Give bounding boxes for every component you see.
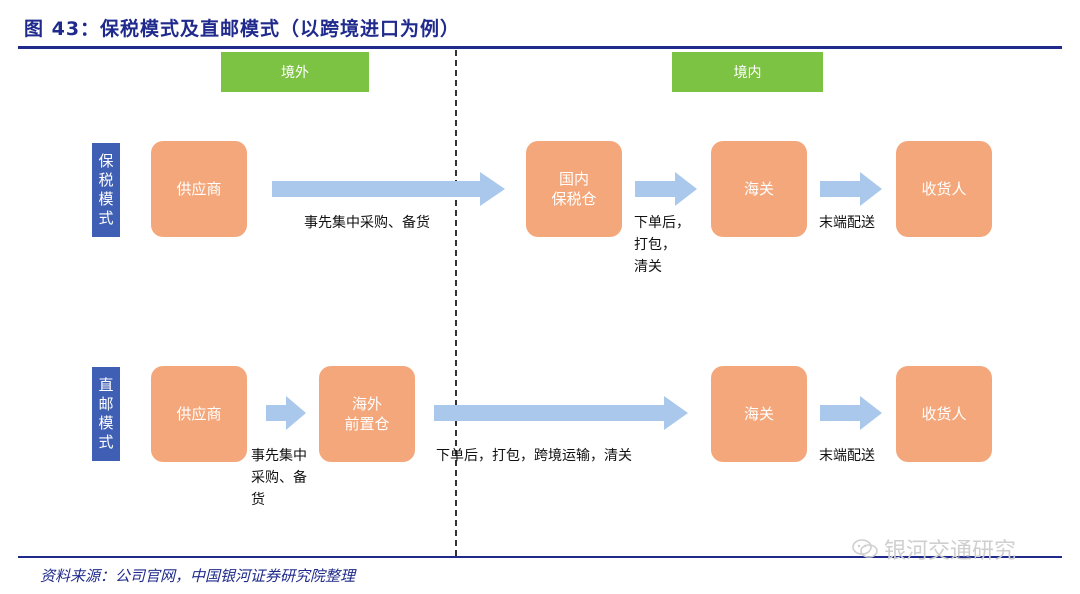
node-label: 海外 [351, 395, 382, 413]
mode-bonded-char: 保 [98, 152, 114, 170]
node-label: 国内 [558, 170, 589, 188]
mode-direct-char: 式 [98, 433, 114, 451]
bonded-label-procure: 事先集中采购、备货 [304, 212, 430, 234]
mode-bonded-char: 式 [98, 209, 114, 227]
node-label: 收货人 [921, 180, 967, 198]
bonded-label-clear: 下单后， 打包， 清关 [634, 212, 690, 278]
direct-arrow-procure [266, 396, 306, 430]
bonded-warehouse-node: 国内 保税仓 [526, 141, 622, 237]
mode-direct-char: 邮 [98, 395, 114, 413]
mode-bonded: 保 税 模 式 [92, 143, 120, 237]
node-label: 保税仓 [551, 190, 597, 208]
node-label: 海关 [743, 180, 774, 198]
source-note: 资料来源：公司官网，中国银河证券研究院整理 [40, 567, 356, 585]
mode-direct: 直 邮 模 式 [92, 367, 120, 461]
region-outside: 境外 [221, 52, 369, 92]
bonded-label-deliver: 末端配送 [819, 212, 875, 234]
mode-bonded-char: 模 [98, 190, 114, 208]
direct-arrow-ship [434, 396, 688, 430]
node-label: 海关 [743, 405, 774, 423]
bonded-receiver-node: 收货人 [896, 141, 992, 237]
label-line: 下单后， [634, 215, 690, 231]
label-line: 末端配送 [819, 215, 875, 231]
direct-label-procure: 事先集中 采购、备 货 [251, 445, 307, 511]
mode-direct-char: 直 [98, 376, 114, 394]
label-line: 清关 [634, 259, 662, 275]
bonded-supplier-node: 供应商 [151, 141, 247, 237]
direct-warehouse-node: 海外 前置仓 [319, 366, 415, 462]
mode-bonded-char: 税 [98, 171, 114, 189]
node-label: 供应商 [176, 180, 222, 198]
node-label: 前置仓 [344, 415, 390, 433]
label-line: 末端配送 [819, 448, 875, 464]
node-label: 收货人 [921, 405, 967, 423]
direct-receiver-node: 收货人 [896, 366, 992, 462]
watermark: 银河交通研究 [852, 533, 1016, 565]
wechat-icon [852, 539, 878, 558]
label-line: 下单后，打包，跨境运输，清关 [436, 448, 632, 464]
watermark-text: 银河交通研究 [884, 539, 1017, 564]
top-rule [18, 46, 1062, 49]
region-inside: 境内 [672, 52, 823, 92]
label-line: 打包， [634, 237, 676, 253]
direct-arrow-deliver [820, 396, 882, 430]
label-line: 事先集中 [251, 448, 307, 464]
bonded-arrow-procure [272, 172, 505, 206]
label-line: 货 [251, 492, 265, 508]
bonded-customs-node: 海关 [711, 141, 807, 237]
direct-customs-node: 海关 [711, 366, 807, 462]
bonded-arrow-deliver [820, 172, 882, 206]
node-label: 供应商 [176, 405, 222, 423]
direct-label-ship: 下单后，打包，跨境运输，清关 [436, 445, 632, 467]
bonded-arrow-clear [635, 172, 697, 206]
border-divider [455, 50, 457, 556]
label-line: 采购、备 [251, 470, 307, 486]
bottom-rule [18, 556, 1062, 558]
direct-supplier-node: 供应商 [151, 366, 247, 462]
figure-title: 图 43：保税模式及直邮模式（以跨境进口为例） [24, 18, 461, 40]
mode-direct-char: 模 [98, 414, 114, 432]
direct-label-deliver: 末端配送 [819, 445, 875, 467]
label-line: 事先集中采购、备货 [304, 215, 430, 231]
